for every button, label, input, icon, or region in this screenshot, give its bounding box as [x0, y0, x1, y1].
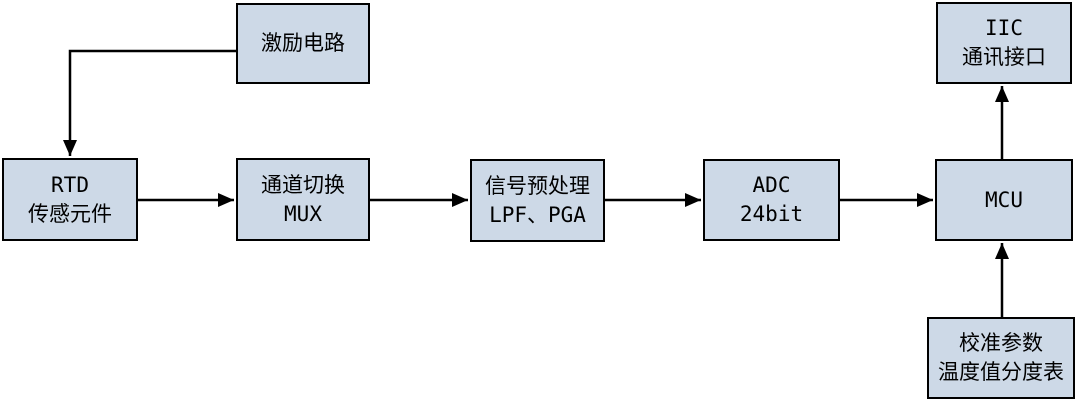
connector-excitation-to-rtd: [63, 49, 236, 156]
block-label: ADC: [752, 173, 791, 197]
block-label: IIC: [985, 16, 1023, 40]
block-label: 传感元件: [28, 201, 112, 226]
block-calibration-table: 校准参数 温度值分度表: [927, 317, 1075, 399]
block-label: MCU: [985, 187, 1023, 212]
block-label: 通讯接口: [962, 45, 1046, 69]
block-label: 通道切换: [261, 172, 345, 197]
block-label: MUX: [284, 201, 322, 226]
block-channel-mux: 通道切换 MUX: [236, 158, 370, 241]
block-label: 24bit: [739, 202, 804, 226]
block-excitation-circuit: 激励电路: [236, 3, 370, 84]
block-label: 校准参数: [959, 331, 1043, 355]
block-label: RTD: [51, 172, 89, 197]
block-rtd-sensor: RTD 传感元件: [2, 158, 138, 241]
block-label: 激励电路: [261, 31, 345, 55]
block-label: 温度值分度表: [938, 360, 1064, 384]
block-adc: ADC 24bit: [703, 159, 840, 241]
block-iic-interface: IIC 通讯接口: [936, 2, 1072, 84]
block-signal-preprocess: 信号预处理 LPF、PGA: [470, 159, 605, 242]
block-label: LPF、PGA: [489, 202, 586, 227]
block-mcu: MCU: [935, 159, 1073, 241]
block-label: 信号预处理: [485, 173, 590, 198]
